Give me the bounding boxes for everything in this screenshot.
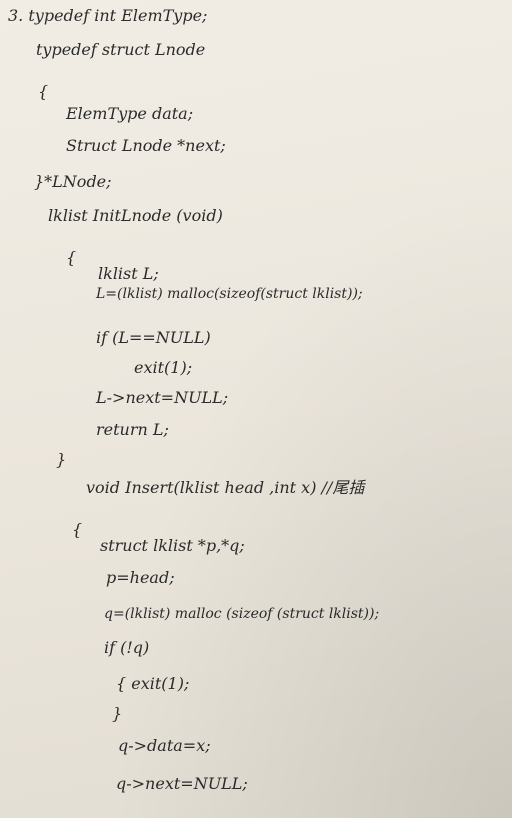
- code-line: {: [72, 520, 83, 539]
- code-line: exit(1);: [134, 358, 193, 377]
- code-line: struct lklist *p,*q;: [100, 536, 245, 555]
- code-line: {: [38, 82, 49, 101]
- code-line: }: [112, 704, 123, 723]
- code-line: Struct Lnode *next;: [66, 136, 226, 155]
- code-line: if (L==NULL): [96, 328, 211, 347]
- code-line: return L;: [96, 420, 169, 439]
- code-line: q=(lklist) malloc (sizeof (struct lklist…: [104, 606, 380, 622]
- code-line: L=(lklist) malloc(sizeof(struct lklist))…: [96, 286, 363, 302]
- code-line: }*LNode;: [34, 172, 112, 191]
- code-line: p=head;: [106, 568, 175, 587]
- code-line: L->next=NULL;: [96, 388, 229, 407]
- code-line: {: [66, 248, 77, 267]
- code-line: lklist InitLnode (void): [48, 206, 223, 225]
- code-line: lklist L;: [98, 264, 159, 283]
- code-line: q->data=x;: [118, 736, 211, 755]
- code-line: q->next=NULL;: [116, 774, 248, 793]
- code-line: ElemType data;: [66, 104, 194, 123]
- code-line: void Insert(lklist head ,int x) //尾插: [86, 478, 365, 497]
- code-line: }: [56, 450, 67, 469]
- code-line: typedef struct Lnode: [36, 40, 206, 59]
- code-line: { exit(1);: [116, 674, 190, 693]
- code-line: 3. typedef int ElemType;: [8, 6, 208, 25]
- code-line: if (!q): [104, 638, 150, 657]
